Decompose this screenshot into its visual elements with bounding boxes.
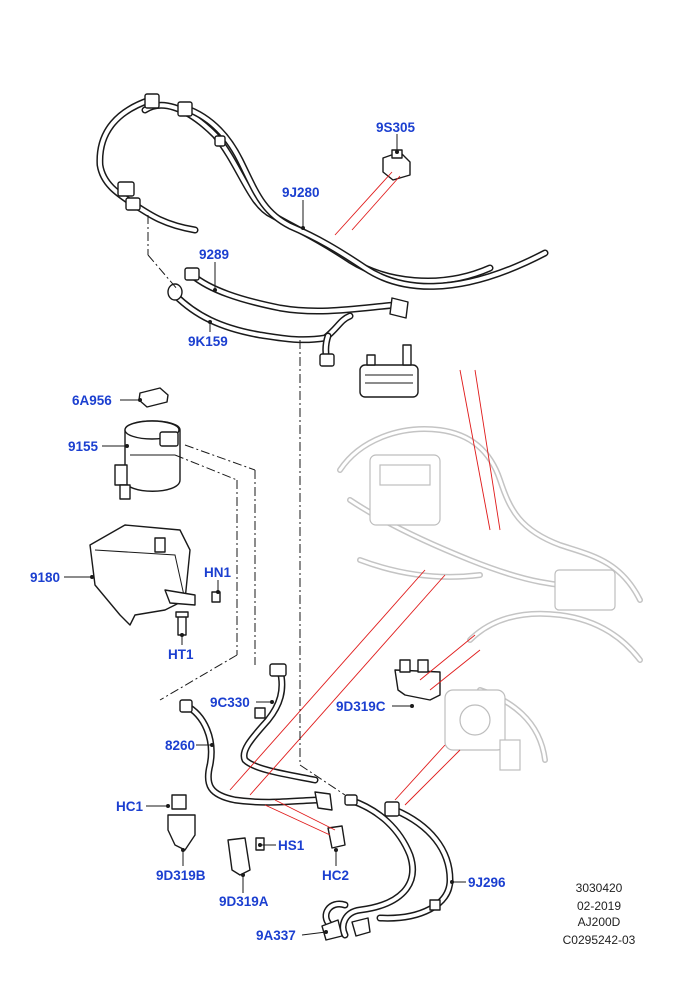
fuel-line-8260 [179, 699, 333, 811]
engine-context-ghost [337, 426, 643, 771]
callout-6A956: 6A956 [72, 393, 112, 408]
fuel-line-9A337 [321, 900, 371, 941]
callout-9J280: 9J280 [282, 185, 320, 200]
fuel-line-9K159 [167, 283, 354, 367]
callout-HC1: HC1 [116, 799, 143, 814]
illustration-date: 02-2019 [577, 899, 621, 913]
callout-HC2: HC2 [322, 868, 349, 883]
callout-9C330: 9C330 [210, 695, 250, 710]
hardware-HT1 [175, 611, 189, 636]
callout-HN1: HN1 [204, 565, 231, 580]
bracket-9D319C [394, 659, 441, 701]
fuel-line-9289 [184, 267, 409, 319]
part-6A956 [138, 387, 169, 408]
callout-9155: 9155 [68, 439, 99, 454]
callout-8260: 8260 [165, 738, 195, 753]
fuel-line-9C330 [240, 663, 319, 784]
fuel-line-9J280 [96, 93, 549, 290]
illustration-number: 3030420 [576, 881, 623, 895]
callout-9D319B: 9D319B [156, 868, 206, 883]
callout-HS1: HS1 [278, 838, 305, 853]
red-indicator-lines [229, 369, 501, 836]
catalog-reference: C0295242-03 [563, 933, 636, 947]
heat-shield-9180 [89, 524, 196, 626]
callout-HT1: HT1 [168, 647, 194, 662]
bracket-9D319A [227, 837, 251, 876]
model-code: AJ200D [578, 915, 621, 929]
bracket-9D319B [167, 794, 196, 851]
callout-9K159: 9K159 [188, 334, 228, 349]
clip-9S305 [334, 149, 411, 236]
assembly-centerlines [147, 215, 346, 796]
fuel-filter-9155 [114, 420, 181, 500]
fuel-line-9J296 [339, 794, 454, 939]
callout-9289: 9289 [199, 247, 229, 262]
leader-lines [64, 134, 466, 936]
oil-cooler-module [359, 344, 419, 398]
callout-labels: 9S305 9J280 9289 9K159 6A956 9155 9180 H… [30, 120, 506, 943]
callout-9D319A: 9D319A [219, 894, 269, 909]
callout-9J296: 9J296 [468, 875, 506, 890]
callout-9A337: 9A337 [256, 928, 296, 943]
callout-9D319C: 9D319C [336, 699, 386, 714]
reference-block: 3030420 02-2019 AJ200D C0295242-03 [563, 881, 636, 947]
hardware-HC2 [327, 825, 346, 849]
callout-9S305: 9S305 [376, 120, 416, 135]
callout-9180: 9180 [30, 570, 60, 585]
